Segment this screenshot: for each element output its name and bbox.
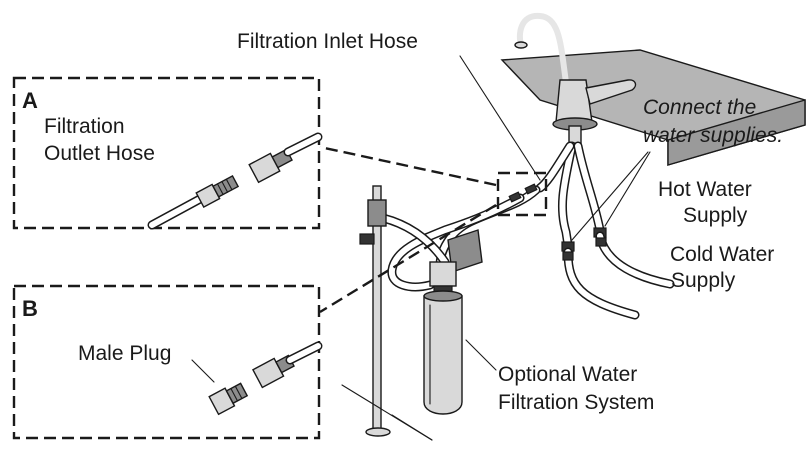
detail-b: B Male Plug [12, 284, 323, 440]
mounting-post [341, 185, 433, 441]
female-coupling [248, 132, 323, 184]
detail-a-box [12, 76, 321, 230]
detail-a-caption-line1: Filtration [44, 115, 125, 138]
faucet [514, 12, 637, 149]
detail-a-caption-line2: Outlet Hose [44, 142, 155, 165]
detail-a-letter: A [22, 88, 38, 113]
leader-filtration-system [465, 339, 497, 371]
leader-line-a [319, 145, 497, 187]
label-cold-line2: Supply [671, 269, 736, 292]
label-system-line1: Optional Water [498, 363, 637, 386]
label-hot-line2: Supply [683, 204, 748, 227]
detail-b-box [12, 284, 321, 440]
label-connect-line2: water supplies. [643, 124, 783, 147]
leader-connect-cold [571, 151, 649, 241]
label-connect-line1: Connect the [643, 96, 756, 119]
detail-a: A Filtration Outlet Hose [12, 76, 323, 230]
leader-connect-hot [604, 151, 651, 227]
leader-line-b [319, 203, 497, 314]
faucet-supply-hoses [535, 141, 607, 252]
detail-b-letter: B [22, 296, 38, 321]
male-plug [208, 382, 249, 416]
filtration-hoses [378, 183, 541, 292]
detail-b-caption: Male Plug [78, 342, 171, 365]
outlet-hose-fitting [147, 174, 240, 230]
leader-inlet-hose [459, 55, 541, 181]
label-hot-line1: Hot Water [658, 178, 752, 201]
male-plug-leader [191, 359, 215, 383]
label-system-line2: Filtration System [498, 391, 654, 414]
filter-cartridge [423, 229, 483, 415]
label-inlet-hose: Filtration Inlet Hose [237, 30, 418, 53]
label-cold-line1: Cold Water [670, 243, 774, 266]
connection-callout-box [496, 171, 548, 217]
water-supply-pipes [562, 231, 675, 320]
coupling-b [251, 341, 323, 389]
